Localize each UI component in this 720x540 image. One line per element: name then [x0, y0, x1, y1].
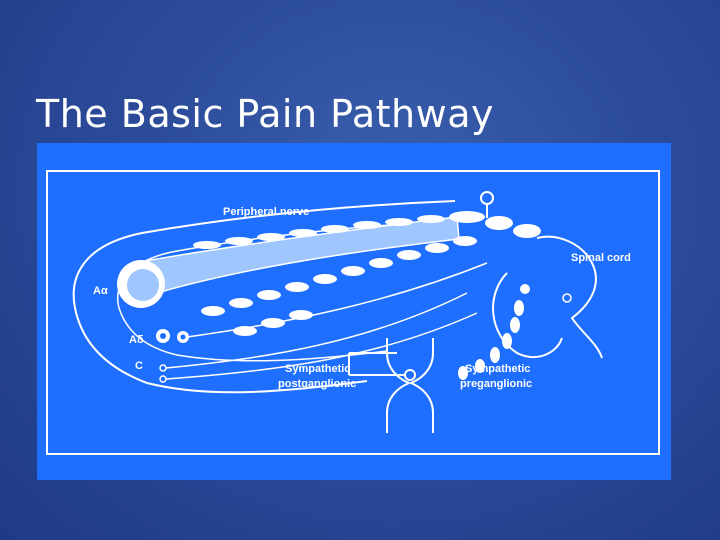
label-c-fiber: C	[135, 360, 143, 372]
label-sympathetic-pre-2: preganglionic	[460, 378, 532, 390]
pain-pathway-diagram: Peripheral nerve Spinal cord Aα Aδ C Sym…	[37, 143, 671, 480]
label-a-delta: Aδ	[129, 334, 144, 346]
label-spinal-cord: Spinal cord	[571, 252, 631, 264]
label-sympathetic-post-2: postganglionic	[278, 378, 356, 390]
dorsal-root-ganglion	[481, 192, 493, 204]
label-sympathetic-pre-1: Sympathetic	[465, 363, 530, 375]
label-a-alpha: Aα	[93, 285, 108, 297]
label-sympathetic-post-1: Sympathetic	[285, 363, 350, 375]
pain-pathway-svg: Peripheral nerve Spinal cord Aα Aδ C Sym…	[37, 143, 671, 480]
diagram-frame	[47, 171, 659, 454]
slide-title: The Basic Pain Pathway	[36, 92, 494, 136]
a-alpha-cross-section-inner	[127, 269, 159, 301]
label-peripheral-nerve: Peripheral nerve	[223, 206, 309, 218]
spinal-neuron-small	[563, 294, 571, 302]
sympathetic-ganglion-cell	[405, 370, 415, 380]
spinal-neuron	[520, 284, 530, 294]
a-delta-fibers	[156, 329, 189, 343]
